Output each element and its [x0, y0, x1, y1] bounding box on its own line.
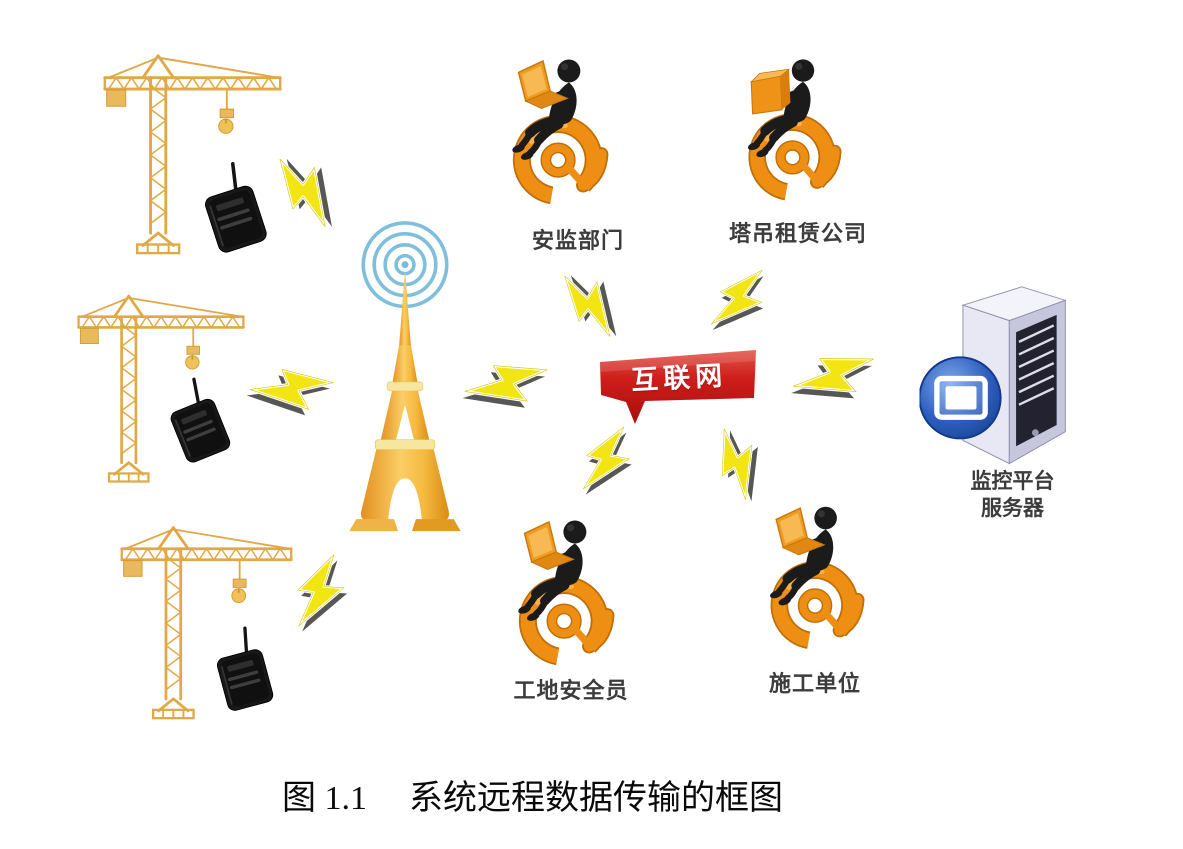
internet-label: 互联网: [630, 360, 728, 395]
lightning-bolt-icon: [295, 553, 351, 639]
label-construction: 施工单位: [768, 671, 861, 696]
label-crane-rental: 塔吊租赁公司: [728, 221, 867, 246]
caption-number: 图 1.1: [282, 780, 367, 817]
person-at-symbol-safety-dept-icon: [497, 42, 612, 220]
lightning-bolt-icon: [260, 350, 320, 440]
lightning-bolt-icon: [711, 264, 771, 344]
radio-tower-icon: [330, 208, 480, 546]
label-server: 监控平台 服务器: [940, 468, 1085, 522]
wireless-sensor-icon: [202, 160, 264, 255]
label-server-line2: 服务器: [981, 497, 1044, 520]
lightning-bolt-icon: [580, 424, 638, 504]
caption-title: 系统远程数据传输的框图: [409, 780, 783, 817]
label-site-safety: 工地安全员: [513, 678, 629, 703]
figure-caption: 图 1.1 系统远程数据传输的框图: [282, 770, 783, 819]
lightning-bolt-icon: [477, 344, 535, 436]
label-safety-dept: 安监部门: [531, 228, 624, 253]
label-server-line1: 监控平台: [970, 470, 1055, 493]
lightning-bolt-icon: [805, 336, 863, 428]
person-at-symbol-construction-icon: [755, 487, 868, 667]
wireless-sensor-icon: [168, 374, 226, 466]
wireless-sensor-icon: [214, 624, 272, 714]
lightning-bolt-icon: [564, 262, 626, 344]
server-tower-icon: [918, 282, 1090, 480]
person-at-symbol-site-safety-icon: [503, 502, 618, 682]
person-at-symbol-crane-rental-icon: [733, 36, 845, 222]
